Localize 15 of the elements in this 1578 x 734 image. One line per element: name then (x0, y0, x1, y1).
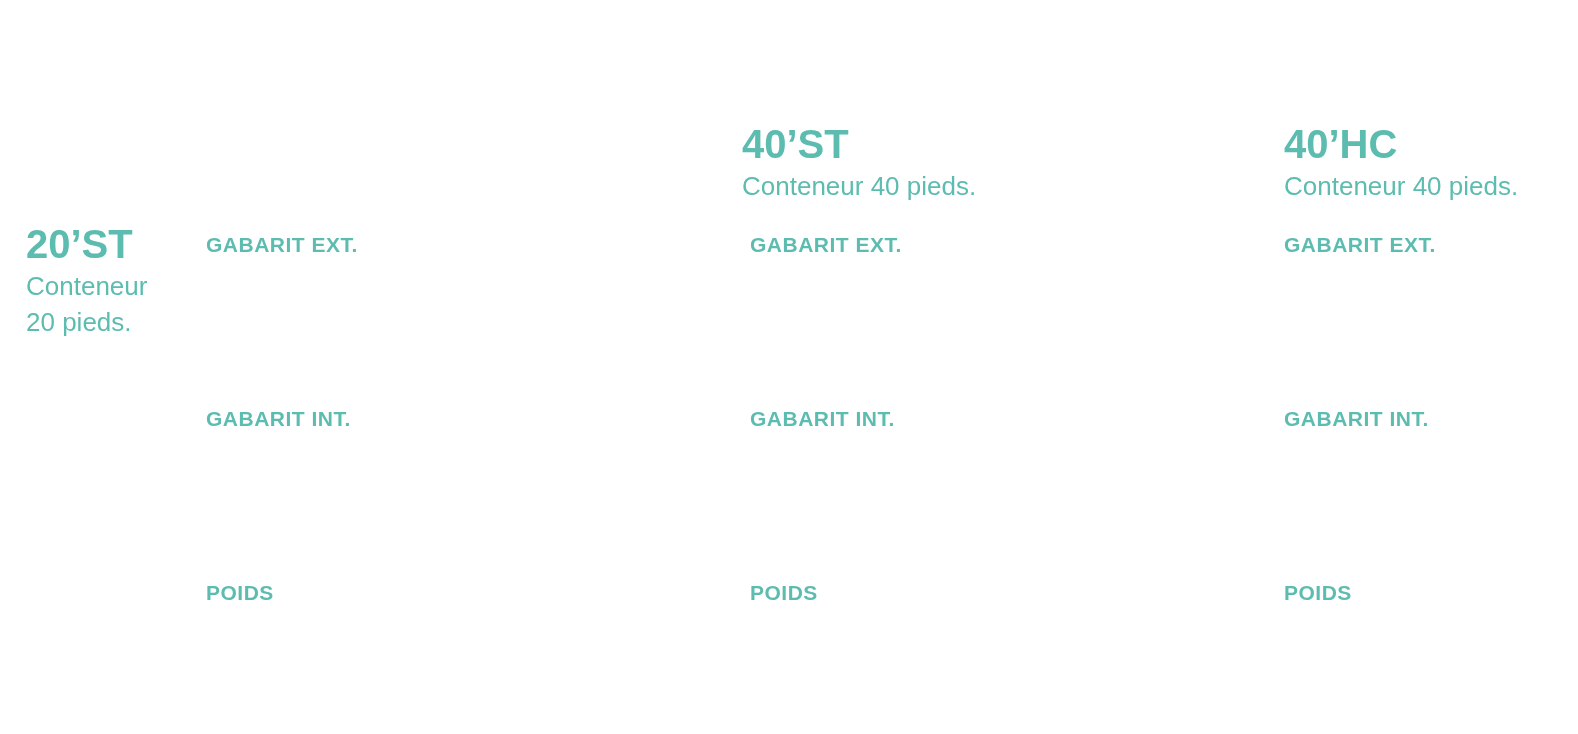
container-description: Conteneur 40 pieds. (1284, 170, 1519, 203)
section-heading: GABARIT INT. (206, 406, 351, 432)
section-heading: POIDS (750, 580, 818, 606)
section-heading: GABARIT EXT. (206, 232, 358, 258)
section-heading: GABARIT INT. (1284, 406, 1429, 432)
container-description: Conteneur 40 pieds. (742, 170, 977, 203)
container-type-heading: 40’ST (742, 122, 849, 166)
container-type-heading: 20’ST (26, 222, 133, 266)
container-description: Conteneur 20 pieds. (26, 270, 149, 339)
section-heading: GABARIT EXT. (1284, 232, 1436, 258)
section-heading: POIDS (1284, 580, 1352, 606)
section-heading: GABARIT INT. (750, 406, 895, 432)
container-type-heading: 40’HC (1284, 122, 1398, 166)
section-heading: POIDS (206, 580, 274, 606)
section-heading: GABARIT EXT. (750, 232, 902, 258)
